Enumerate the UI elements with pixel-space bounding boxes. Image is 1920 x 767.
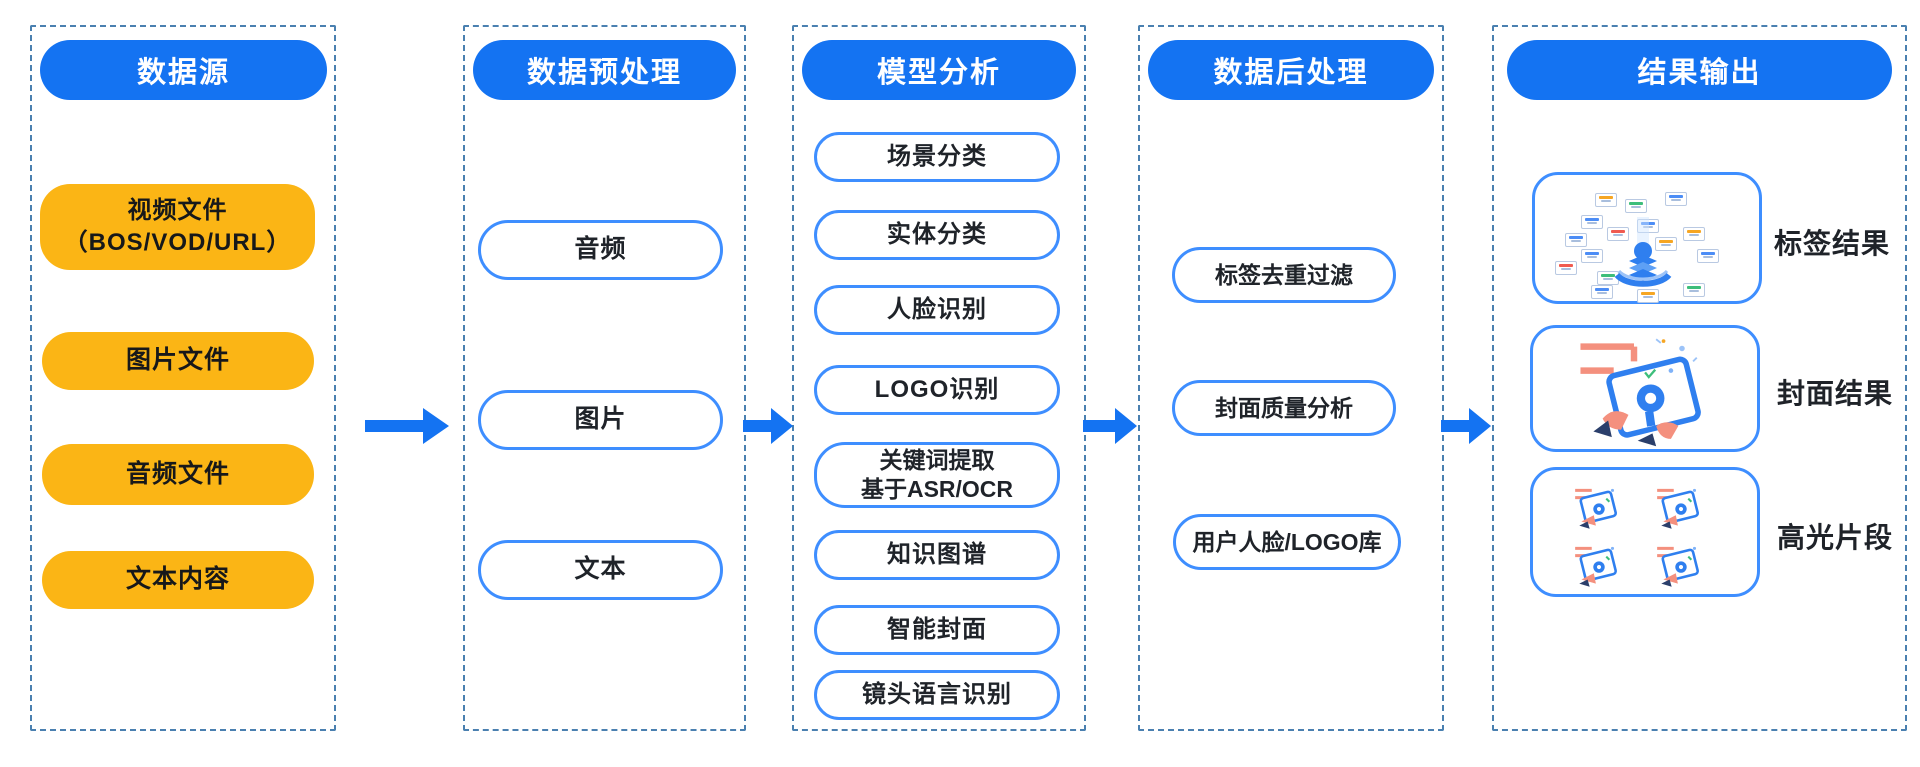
pill-audio-file-label: 音频文件 (125, 459, 230, 488)
pill-image-file-label: 图片文件 (125, 346, 230, 375)
pill-scene-classification: 场景分类 (814, 132, 1060, 182)
column-result-output: 结果输出 (1492, 25, 1907, 731)
header-result-output: 结果输出 (1507, 40, 1892, 100)
pill-text-label: 文本 (574, 555, 627, 584)
pill-scene-classification-label: 场景分类 (887, 143, 987, 170)
pill-smart-cover: 智能封面 (814, 605, 1060, 655)
result-box-cover (1530, 325, 1760, 452)
pill-video-file-label: 视频文件 （BOS/VOD/URL） (63, 196, 292, 256)
tags-cluster-illustration (1535, 175, 1759, 303)
pill-entity-classification: 实体分类 (814, 210, 1060, 260)
header-result-output-label: 结果输出 (1637, 57, 1762, 89)
label-tag-results: 标签结果 (1774, 222, 1890, 262)
pill-knowledge-graph-label: 知识图谱 (887, 541, 987, 568)
pill-shot-language-recognition: 镜头语言识别 (814, 670, 1060, 720)
header-data-source: 数据源 (40, 40, 327, 100)
pill-audio-label: 音频 (574, 235, 627, 264)
pill-face-recognition-label: 人脸识别 (887, 296, 987, 323)
header-data-preprocessing: 数据预处理 (473, 40, 736, 100)
flow-arrow-1 (365, 408, 449, 444)
pill-keyword-extraction: 关键词提取 基于ASR/OCR (814, 442, 1060, 508)
pill-cover-quality-analysis-label: 封面质量分析 (1215, 394, 1353, 421)
label-highlight-clips-text: 高光片段 (1777, 522, 1894, 553)
column-data-preprocessing: 数据预处理 音频 图片 文本 (463, 25, 746, 731)
pill-smart-cover-label: 智能封面 (887, 616, 987, 643)
highlight-clip-icon (1575, 488, 1617, 529)
pill-video-file: 视频文件 （BOS/VOD/URL） (40, 184, 315, 270)
result-box-highlights (1530, 467, 1760, 597)
highlight-clip-icon (1657, 488, 1699, 529)
highlight-clip-icon (1575, 546, 1617, 587)
cover-illustration (1580, 338, 1701, 447)
pill-audio-file: 音频文件 (42, 444, 314, 505)
result-box-tags (1532, 172, 1762, 304)
pill-knowledge-graph: 知识图谱 (814, 530, 1060, 580)
pill-image-file: 图片文件 (42, 332, 314, 390)
flow-arrow-4 (1441, 408, 1491, 444)
pill-user-face-logo-library-label: 用户人脸/LOGO库 (1192, 528, 1382, 555)
header-data-preprocessing-label: 数据预处理 (526, 57, 682, 89)
flow-arrow-2 (743, 408, 793, 444)
header-data-source-label: 数据源 (136, 57, 230, 89)
column-model-analysis: 模型分析 场景分类 实体分类 人脸识别 LOGO识别 关键词提取 基于ASR/O… (792, 25, 1086, 731)
label-highlight-clips: 高光片段 (1777, 516, 1893, 556)
pill-image-label: 图片 (574, 405, 627, 434)
header-model-analysis: 模型分析 (802, 40, 1076, 100)
label-cover-results: 封面结果 (1777, 372, 1893, 412)
pill-text-content-label: 文本内容 (125, 565, 230, 594)
pill-text-content: 文本内容 (42, 551, 314, 609)
column-data-source: 数据源 视频文件 （BOS/VOD/URL） 图片文件 音频文件 文本内容 (30, 25, 336, 731)
pill-cover-quality-analysis: 封面质量分析 (1172, 380, 1396, 436)
label-tag-results-text: 标签结果 (1774, 228, 1891, 259)
tag-stack-icon (1614, 217, 1672, 287)
highlights-illustration (1533, 470, 1757, 594)
column-data-postprocessing: 数据后处理 标签去重过滤 封面质量分析 用户人脸/LOGO库 (1138, 25, 1444, 731)
header-data-postprocessing: 数据后处理 (1148, 40, 1434, 100)
highlight-clip-icon (1657, 546, 1699, 587)
pill-tag-dedup-filter: 标签去重过滤 (1172, 247, 1396, 303)
pill-logo-recognition: LOGO识别 (814, 365, 1060, 415)
pill-image: 图片 (478, 390, 723, 450)
pill-user-face-logo-library: 用户人脸/LOGO库 (1173, 514, 1401, 570)
pill-tag-dedup-filter-label: 标签去重过滤 (1215, 261, 1353, 288)
pill-logo-recognition-label: LOGO识别 (874, 376, 1000, 403)
pill-shot-language-recognition-label: 镜头语言识别 (862, 681, 1012, 708)
pill-audio: 音频 (478, 220, 723, 280)
pill-keyword-extraction-label: 关键词提取 基于ASR/OCR (860, 447, 1014, 502)
label-cover-results-text: 封面结果 (1777, 378, 1894, 409)
flow-arrow-3 (1083, 408, 1137, 444)
pill-text: 文本 (478, 540, 723, 600)
pill-entity-classification-label: 实体分类 (887, 221, 987, 248)
pill-face-recognition: 人脸识别 (814, 285, 1060, 335)
header-data-postprocessing-label: 数据后处理 (1213, 57, 1369, 89)
header-model-analysis-label: 模型分析 (876, 57, 1001, 89)
